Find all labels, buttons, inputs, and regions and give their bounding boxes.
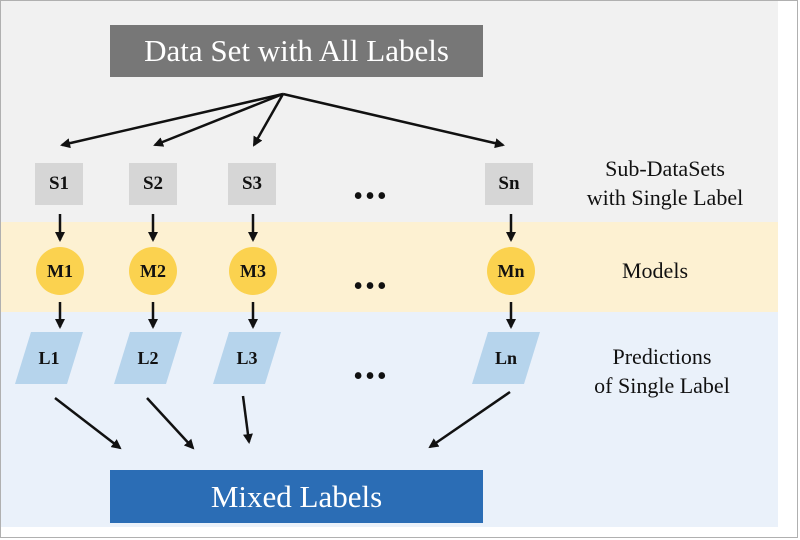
prediction-ln-shape: Ln <box>472 332 540 384</box>
subsets-side-label: Sub-DataSets with Single Label <box>565 154 765 212</box>
subsets-side-label-line1: Sub-DataSets <box>605 156 725 181</box>
model-m2-circle: M2 <box>129 247 177 295</box>
subset-s3-box: S3 <box>228 163 276 205</box>
predictions-ellipsis: ••• <box>353 361 389 392</box>
predictions-side-label-line1: Predictions <box>612 344 712 369</box>
mixed-labels-box: Mixed Labels <box>110 470 483 523</box>
model-m3-circle: M3 <box>229 247 277 295</box>
model-mn-circle: Mn <box>487 247 535 295</box>
prediction-l2-label: L2 <box>137 347 159 368</box>
model-m1-circle: M1 <box>36 247 84 295</box>
predictions-side-label-line2: of Single Label <box>594 373 730 398</box>
models-ellipsis: ••• <box>353 271 389 302</box>
subsets-ellipsis: ••• <box>353 181 389 212</box>
subset-s1-box: S1 <box>35 163 83 205</box>
subset-s2-box: S2 <box>129 163 177 205</box>
prediction-l3-shape: L3 <box>213 332 281 384</box>
arrow-ln-to-mixed <box>428 390 511 449</box>
subsets-side-label-line2: with Single Label <box>586 185 744 210</box>
arrow-l1-to-mixed <box>54 397 122 450</box>
prediction-l3-label: L3 <box>236 347 258 368</box>
models-side-label: Models <box>622 258 688 283</box>
prediction-l1-label: L1 <box>38 347 60 368</box>
arrow-l2-to-mixed <box>146 397 195 450</box>
subset-sn-box: Sn <box>485 163 533 205</box>
arrow-l3-to-mixed <box>241 395 253 444</box>
arrow-top-to-s2 <box>153 92 284 147</box>
prediction-l2-shape: L2 <box>114 332 182 384</box>
prediction-ln-label: Ln <box>494 347 518 368</box>
predictions-side-label: Predictions of Single Label <box>562 342 762 400</box>
arrow-top-to-s1 <box>60 92 284 149</box>
arrow-top-to-sn <box>282 92 505 149</box>
prediction-l1-shape: L1 <box>15 332 83 384</box>
all-labels-dataset-box: Data Set with All Labels <box>110 25 483 77</box>
arrow-top-to-s3 <box>252 93 285 147</box>
